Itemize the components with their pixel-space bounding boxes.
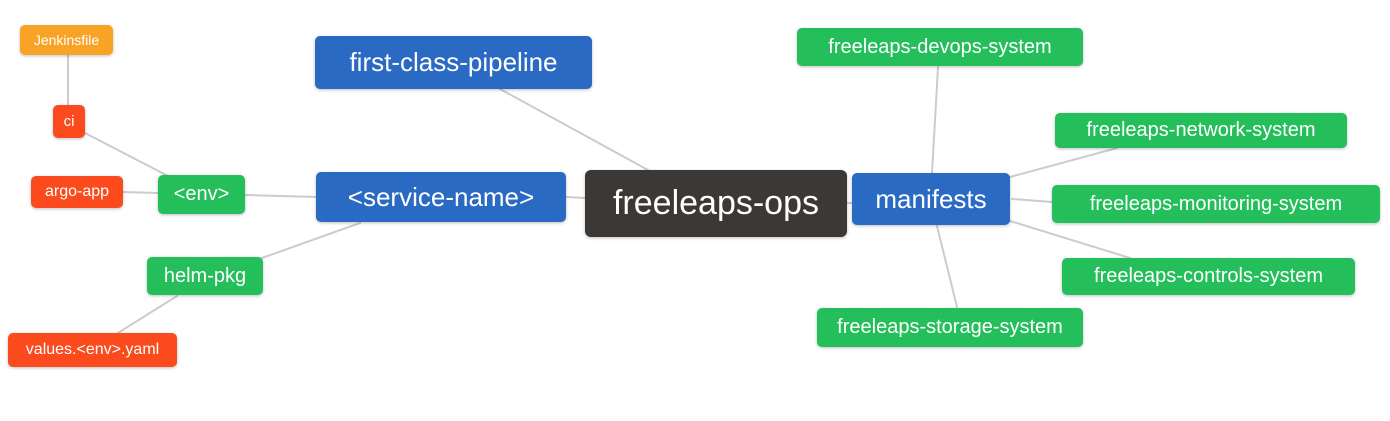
node-service-name[interactable]: <service-name> <box>316 172 566 222</box>
edge-manifests-storage <box>936 225 958 308</box>
edge-values-helm-pkg <box>117 295 178 334</box>
edge-service-name-ops <box>565 196 586 199</box>
edge-manifests-network <box>1009 147 1118 178</box>
node-jenkinsfile[interactable]: Jenkinsfile <box>20 25 113 55</box>
node-freeleaps-controls-system[interactable]: freeleaps-controls-system <box>1062 258 1355 295</box>
node-values-env-yaml[interactable]: values.<env>.yaml <box>8 333 177 367</box>
node-argo-app[interactable]: argo-app <box>31 176 123 208</box>
edge-manifests-controls <box>1009 220 1131 259</box>
node-ci[interactable]: ci <box>53 105 85 138</box>
node-freeleaps-network-system[interactable]: freeleaps-network-system <box>1055 113 1347 148</box>
node-first-class-pipeline[interactable]: first-class-pipeline <box>315 36 592 89</box>
node-env[interactable]: <env> <box>158 175 245 214</box>
edge-ci-env <box>84 132 171 178</box>
node-freeleaps-devops-system[interactable]: freeleaps-devops-system <box>797 28 1083 66</box>
edge-argo-app-env <box>122 191 159 194</box>
node-freeleaps-monitoring-system[interactable]: freeleaps-monitoring-system <box>1052 185 1380 223</box>
node-freeleaps-ops[interactable]: freeleaps-ops <box>585 170 847 237</box>
edge-helm-pkg-service-name <box>261 222 361 259</box>
edge-manifests-devops <box>931 66 939 174</box>
node-manifests[interactable]: manifests <box>852 173 1010 225</box>
node-helm-pkg[interactable]: helm-pkg <box>147 257 263 295</box>
edge-manifests-monitoring <box>1011 198 1053 203</box>
node-freeleaps-storage-system[interactable]: freeleaps-storage-system <box>817 308 1083 347</box>
edge-env-service-name <box>244 194 317 198</box>
edge-pipeline-ops <box>499 88 649 171</box>
